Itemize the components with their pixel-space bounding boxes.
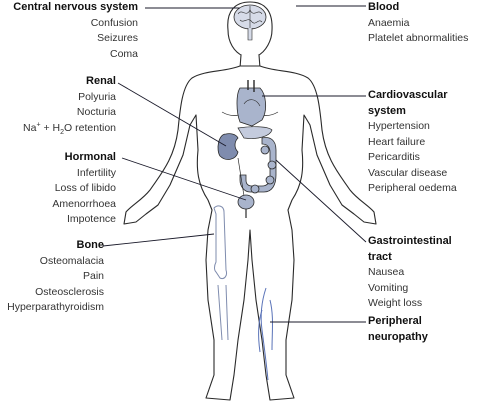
label-item: Platelet abnormalities — [368, 32, 469, 44]
label-item: Vascular disease — [368, 166, 448, 179]
label-item-sodium-water: Na+ + H2O retention — [23, 121, 116, 136]
label-group-hormonal: Hormonal Infertility Loss of libido Amen… — [52, 150, 116, 228]
label-heading-blood: Blood — [368, 1, 400, 13]
label-item: Confusion — [90, 16, 138, 29]
label-group-renal: Renal Polyuria Nocturia Na+ + H2O retent… — [23, 74, 116, 136]
label-heading-cardiovascular: Cardiovascular system — [368, 89, 448, 117]
label-item: Anaemia — [368, 16, 410, 29]
label-item: Vomiting — [368, 281, 409, 294]
label-heading-bone: Bone — [76, 239, 105, 251]
label-item: Nausea — [368, 266, 405, 278]
intestine-icon — [239, 137, 277, 194]
leader-renal — [117, 82, 227, 147]
liver-icon — [237, 126, 273, 139]
label-item: Loss of libido — [54, 182, 116, 194]
brain-icon — [233, 4, 267, 41]
label-item: Weight loss — [368, 297, 423, 309]
label-item: Amenorrhoea — [52, 197, 116, 210]
label-item: Hyperparathyroidism — [7, 301, 104, 313]
heart-icon — [236, 80, 266, 127]
label-group-gastrointestinal: Gastrointestinal tract Nausea Vomiting W… — [368, 234, 478, 312]
nerve-icon — [258, 287, 273, 381]
label-item: Hypertension — [368, 120, 430, 132]
label-item: Heart failure — [368, 135, 426, 148]
label-heading-cns: Central nervous system — [13, 1, 138, 13]
label-item: Polyuria — [78, 90, 116, 103]
label-item: Pain — [82, 270, 104, 282]
label-item: Pericarditis — [368, 151, 420, 163]
label-group-cardiovascular: Cardiovascular system Hypertension Heart… — [368, 88, 478, 197]
label-heading-renal: Renal — [86, 75, 116, 87]
leader-lines — [102, 5, 367, 323]
label-group-bone: Bone Osteomalacia Pain Osteosclerosis Hy… — [7, 238, 104, 316]
kidney-icon — [217, 133, 239, 160]
label-heading-hormonal: Hormonal — [64, 151, 116, 163]
label-item: Osteosclerosis — [35, 285, 104, 298]
leader-hormonal — [121, 157, 247, 201]
leader-gi — [275, 159, 367, 243]
label-item: Seizures — [97, 32, 138, 44]
bone-icon — [213, 205, 229, 341]
label-item: Osteomalacia — [39, 254, 104, 267]
label-group-blood: Blood Anaemia Platelet abnormalities — [368, 0, 468, 47]
label-group-neuropathy: Peripheral neuropathy — [368, 314, 478, 345]
label-item: Nocturia — [76, 106, 116, 118]
label-item: Peripheral oedema — [368, 182, 457, 194]
label-group-cns: Central nervous system Confusion Seizure… — [13, 0, 138, 62]
label-item: Impotence — [66, 213, 116, 225]
leader-bone — [102, 233, 215, 247]
label-heading-neuropathy: Peripheral neuropathy — [368, 315, 428, 343]
label-heading-gastrointestinal: Gastrointestinal tract — [368, 235, 452, 263]
label-item: Coma — [109, 47, 138, 60]
label-item: Infertility — [76, 166, 116, 179]
